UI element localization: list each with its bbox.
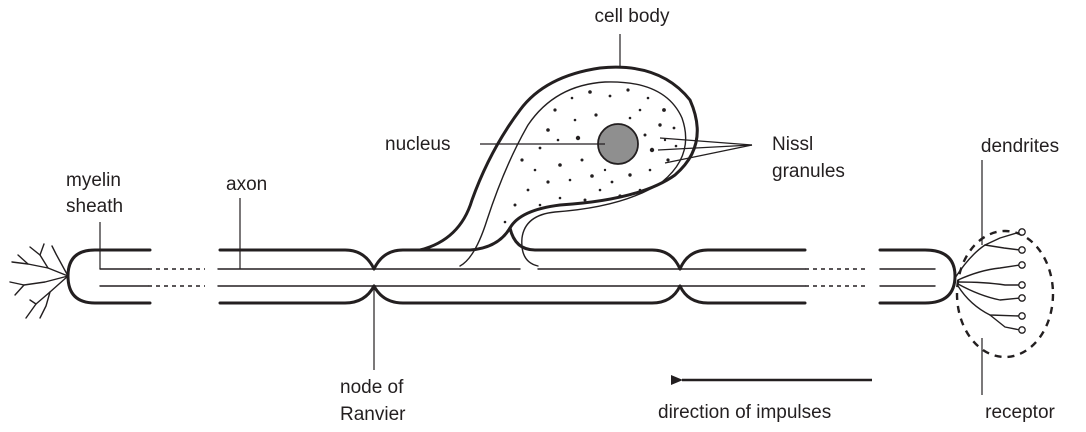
label-node-line1: node of bbox=[340, 377, 404, 398]
label-node-line2: Ranvier bbox=[340, 404, 406, 425]
dendrite-branches bbox=[955, 229, 1025, 333]
label-receptor: receptor bbox=[985, 402, 1055, 423]
axon-terminal-branches bbox=[10, 244, 68, 318]
label-nissl-line2: granules bbox=[772, 161, 845, 182]
cell-body bbox=[420, 67, 697, 266]
label-nucleus: nucleus bbox=[385, 134, 451, 155]
label-myelin-line1: myelin bbox=[66, 170, 121, 191]
label-cell-body: cell body bbox=[595, 6, 670, 27]
label-dendrites: dendrites bbox=[981, 136, 1059, 157]
axon-core bbox=[100, 269, 935, 286]
label-nissl-line1: Nissl bbox=[772, 134, 813, 155]
label-direction: direction of impulses bbox=[658, 402, 831, 423]
myelin-sheath bbox=[68, 228, 955, 303]
label-axon: axon bbox=[226, 174, 267, 195]
label-myelin-line2: sheath bbox=[66, 196, 123, 217]
receptor bbox=[955, 229, 1053, 357]
